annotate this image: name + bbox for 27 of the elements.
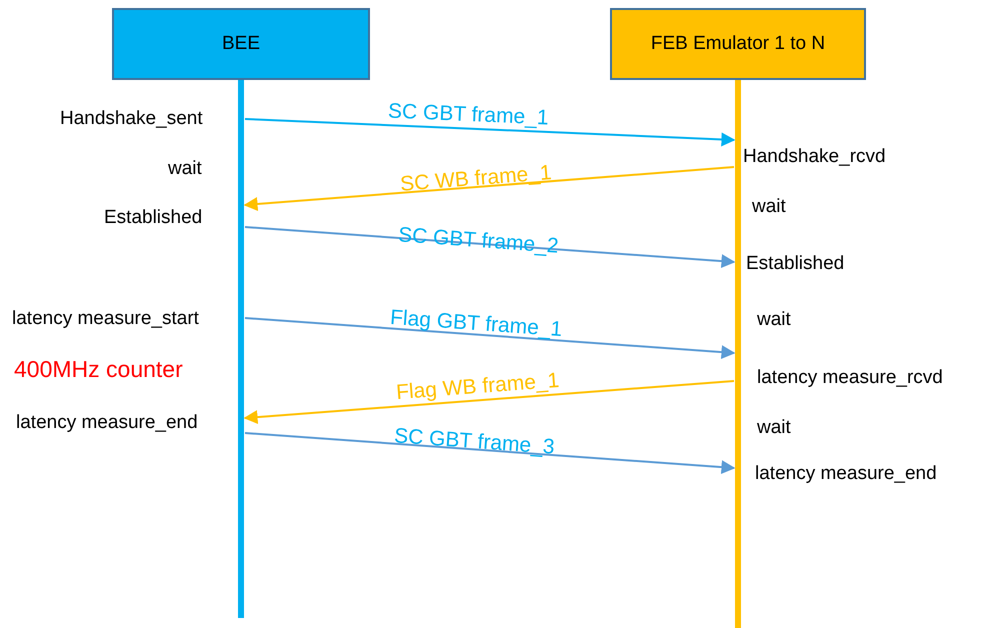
participant-box: FEB Emulator 1 to N (610, 8, 866, 80)
edge-label: SC GBT frame_3 (392, 424, 555, 458)
state-label: wait (752, 197, 786, 216)
edge-label: SC WB frame_1 (399, 162, 552, 194)
counter-note: 400MHz counter (14, 358, 183, 381)
state-label: Established (104, 208, 202, 227)
state-label: latency measure_end (16, 413, 198, 432)
arrow (244, 380, 734, 424)
arrow (244, 317, 736, 360)
arrow (244, 118, 736, 146)
arrow (244, 226, 736, 268)
state-label: latency measure_end (755, 464, 937, 483)
state-label: Handshake_sent (60, 109, 203, 128)
state-label: Handshake_rcvd (743, 147, 886, 166)
state-label: wait (757, 310, 791, 329)
state-label: wait (757, 418, 791, 437)
state-label: latency measure_rcvd (757, 368, 943, 387)
edge-label: SC GBT frame_1 (387, 100, 549, 128)
participant-box: BEE (112, 8, 370, 80)
edge-label: SC GBT frame_2 (396, 224, 559, 256)
arrow (244, 166, 734, 211)
edge-label: Flag GBT frame_1 (389, 306, 563, 340)
state-label: latency measure_start (12, 309, 199, 328)
state-label: wait (168, 159, 202, 178)
edge-label: Flag WB frame_1 (394, 369, 560, 403)
arrow (244, 432, 736, 474)
state-label: Established (746, 254, 844, 273)
